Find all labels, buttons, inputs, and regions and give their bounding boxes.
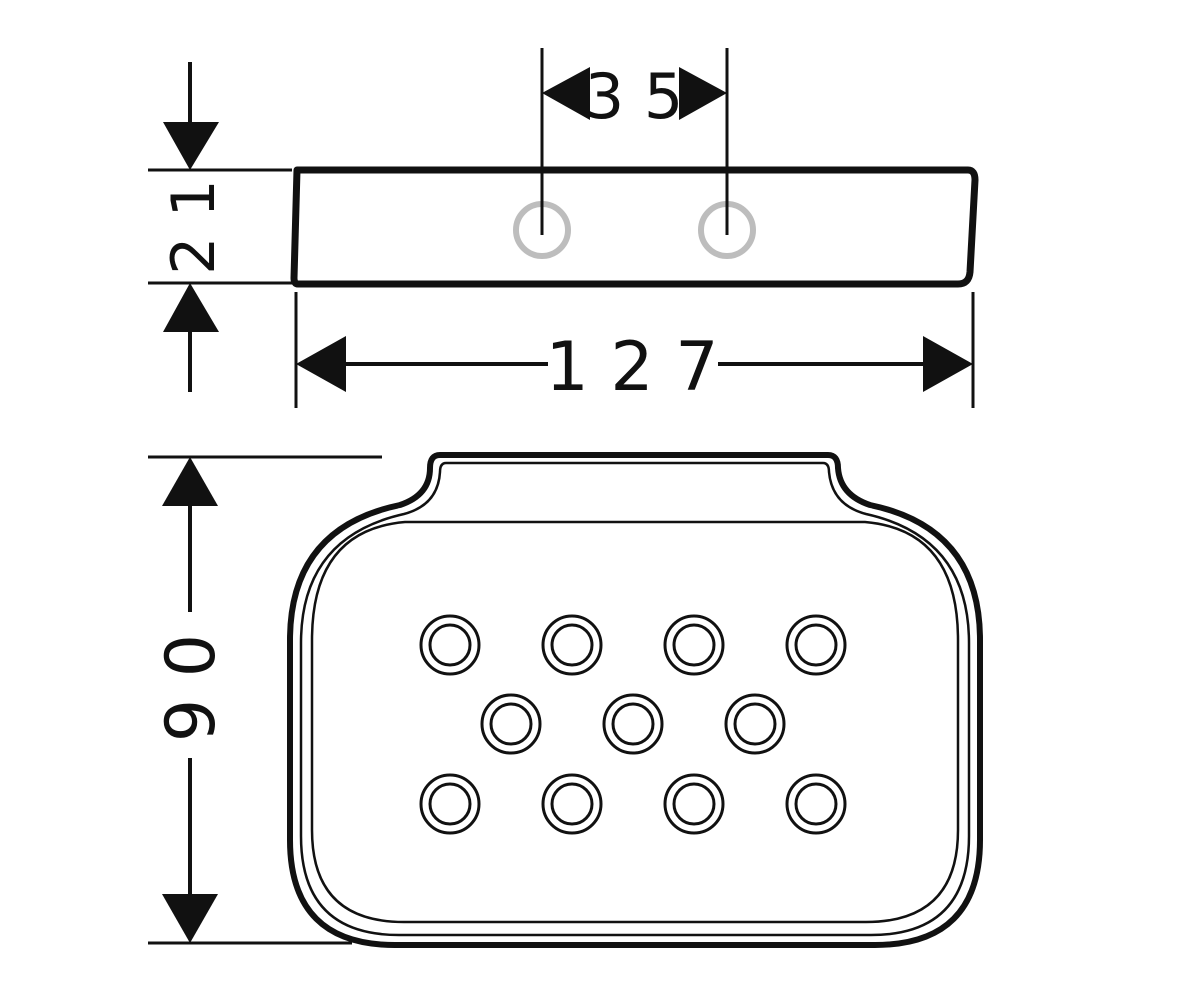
dimension-height: 2 1 — [148, 62, 292, 392]
drainage-hole-outer-ring — [480, 693, 542, 755]
drainage-hole-inner-ring — [428, 782, 472, 826]
arrowhead-right — [923, 336, 973, 392]
drainage-hole-inner-ring — [489, 702, 533, 746]
drainage-hole-outer-ring — [785, 614, 847, 676]
drainage-hole-outer-ring — [602, 693, 664, 755]
drainage-hole-inner-ring — [550, 782, 594, 826]
drainage-hole-inner-ring — [550, 623, 594, 667]
drainage-hole — [602, 693, 664, 755]
drainage-hole-outer-ring — [663, 773, 725, 835]
arrowhead-down — [163, 122, 219, 170]
drainage-hole-outer-ring — [419, 614, 481, 676]
drainage-hole-outer-ring — [541, 773, 603, 835]
drainage-hole-inner-ring — [611, 702, 655, 746]
drainage-hole-inner-ring — [672, 782, 716, 826]
drainage-hole-outer-ring — [785, 773, 847, 835]
drainage-hole-outer-ring — [724, 693, 786, 755]
arrowhead-up — [162, 457, 218, 506]
plan-view-tray-rim — [310, 520, 960, 924]
drainage-hole — [480, 693, 542, 755]
drainage-hole — [419, 614, 481, 676]
drainage-hole-outer-ring — [541, 614, 603, 676]
arrowhead-left — [296, 336, 346, 392]
drainage-hole — [541, 773, 603, 835]
arrowhead-up — [163, 283, 219, 332]
dimension-width-label: 1 2 7 — [545, 328, 718, 407]
drainage-holes — [419, 614, 847, 835]
drainage-hole-inner-ring — [733, 702, 777, 746]
drainage-hole — [663, 773, 725, 835]
drainage-hole — [419, 773, 481, 835]
dimension-depth: 9 0 — [148, 455, 382, 945]
dimension-depth-label: 9 0 — [152, 634, 231, 742]
drainage-hole — [663, 614, 725, 676]
drainage-hole-inner-ring — [794, 623, 838, 667]
dimension-hole-spacing-label: 3 5 — [585, 60, 684, 133]
drainage-hole — [541, 614, 603, 676]
drainage-hole-outer-ring — [663, 614, 725, 676]
dimension-hole-spacing: 3 5 — [542, 60, 727, 133]
drainage-hole-inner-ring — [794, 782, 838, 826]
drainage-hole-inner-ring — [672, 623, 716, 667]
arrowhead-down — [162, 894, 218, 943]
drainage-hole-inner-ring — [428, 623, 472, 667]
side-view — [290, 48, 979, 288]
drainage-hole — [785, 614, 847, 676]
drainage-hole-outer-ring — [419, 773, 481, 835]
dimension-height-label: 2 1 — [159, 179, 229, 274]
drainage-hole — [724, 693, 786, 755]
plan-view-outline-inner — [299, 461, 971, 937]
plan-view-outline-outer — [287, 452, 983, 948]
drainage-hole — [785, 773, 847, 835]
side-view-outline — [290, 166, 979, 288]
arrowhead-right — [679, 67, 727, 120]
dimension-width: 1 2 7 — [294, 292, 975, 408]
arrowhead-left — [542, 67, 590, 120]
plan-view — [287, 452, 983, 948]
